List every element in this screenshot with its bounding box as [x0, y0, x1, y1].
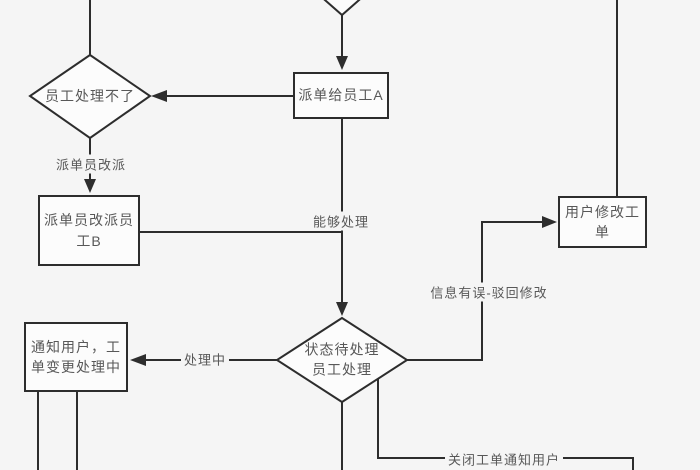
process-dispatch-employee-a: 派单给员工A: [293, 72, 389, 119]
arrowhead-into-dispatch-a: [336, 56, 348, 70]
arrowhead-into-reassign-b: [84, 179, 96, 193]
process-notify-user: 通知用户，工 单变更处理中: [24, 322, 128, 392]
process-user-modify-ticket: 用户修改工 单: [558, 196, 647, 248]
edge-label-info-error: 信息有误-驳回修改: [427, 282, 551, 302]
decision-cannot-handle-shape: [28, 53, 152, 140]
edge-label-close-ticket: 关闭工单通知用户: [444, 449, 564, 469]
decision-top-shape: [323, 0, 361, 17]
process-user-modify-ticket-label: 用户修改工 单: [565, 203, 640, 240]
arrowhead-into-user-modify: [542, 216, 557, 228]
process-reassign-employee-b: 派单员改派员 工B: [38, 195, 140, 266]
arrowhead-into-cannot-handle: [151, 90, 167, 102]
edge-label-can-handle: 能够处理: [309, 211, 373, 231]
process-notify-user-label: 通知用户，工 单变更处理中: [31, 338, 121, 375]
decision-status-pending-shape: [275, 316, 409, 404]
edge-label-processing: 处理中: [180, 349, 230, 369]
process-dispatch-employee-a-label: 派单给员工A: [298, 87, 384, 104]
edge-label-reassign: 派单员改派: [52, 154, 130, 174]
process-reassign-employee-b-label: 派单员改派员 工B: [44, 212, 134, 249]
arrowhead-into-status: [336, 302, 348, 316]
arrowhead-into-notify-user: [130, 354, 146, 366]
